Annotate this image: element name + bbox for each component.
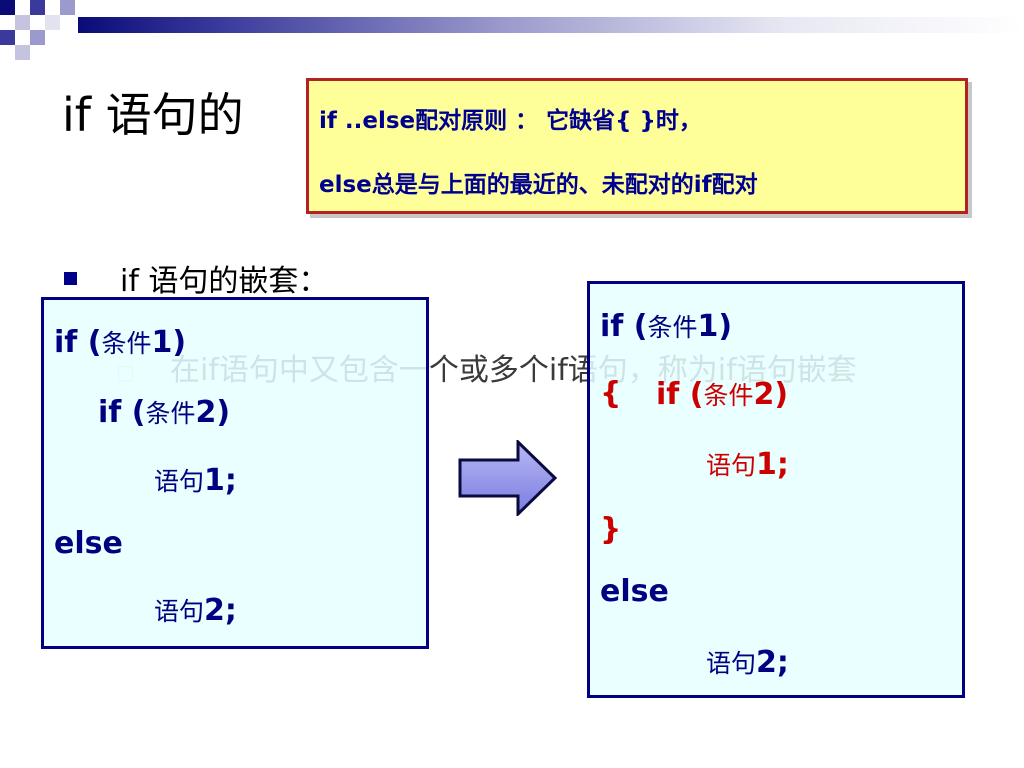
corner-decoration bbox=[0, 0, 80, 70]
bullet-text-1: if 语句的嵌套： bbox=[120, 264, 329, 299]
bullet-square-icon bbox=[64, 272, 77, 285]
slide-title: if 语句的 bbox=[62, 88, 244, 142]
code-line: 语句2; bbox=[706, 644, 789, 680]
code-keyword: else bbox=[600, 574, 669, 609]
code-number: 2) bbox=[753, 377, 789, 412]
callout-line-1: if ..else配对原则 ： 它缺省{ }时， bbox=[319, 108, 702, 134]
pairing-rule-callout: if ..else配对原则 ： 它缺省{ }时， else总是与上面的最近的、未… bbox=[306, 78, 968, 214]
corner-square bbox=[15, 45, 30, 60]
corner-square bbox=[30, 0, 45, 15]
code-line: { bbox=[600, 376, 621, 411]
code-number: 2; bbox=[756, 645, 789, 680]
code-line: if (条件2) bbox=[656, 376, 788, 412]
code-statement: 语句 bbox=[706, 649, 757, 678]
corner-square bbox=[45, 15, 60, 30]
code-statement: 语句 bbox=[154, 597, 205, 626]
code-line: 语句2; bbox=[154, 592, 237, 628]
code-brace: { bbox=[600, 376, 622, 411]
corner-square bbox=[0, 0, 15, 15]
code-number: 2) bbox=[195, 395, 231, 430]
code-condition: 条件 bbox=[647, 313, 698, 342]
corner-square bbox=[30, 30, 45, 45]
code-number: 2; bbox=[204, 593, 237, 628]
corner-square bbox=[60, 0, 75, 15]
code-keyword: if ( bbox=[656, 377, 704, 412]
code-statement: 语句 bbox=[706, 451, 757, 480]
code-keyword: if ( bbox=[54, 325, 102, 360]
top-gradient-bar bbox=[78, 17, 1024, 33]
corner-square bbox=[0, 30, 15, 45]
code-line: } bbox=[600, 512, 621, 547]
code-box-with-braces: if (条件1) { if (条件2) 语句1; } else 语句2; bbox=[587, 281, 965, 698]
code-number: 1; bbox=[204, 463, 237, 498]
code-condition: 条件 bbox=[101, 329, 152, 358]
code-statement: 语句 bbox=[154, 467, 205, 496]
code-line: if (条件1) bbox=[54, 324, 186, 360]
code-keyword: if ( bbox=[600, 309, 648, 344]
callout-line-2: else总是与上面的最近的、未配对的if配对 bbox=[319, 172, 758, 198]
right-arrow-icon bbox=[458, 440, 558, 516]
code-line: if (条件2) bbox=[98, 394, 230, 430]
code-condition: 条件 bbox=[145, 399, 196, 428]
code-number: 1) bbox=[697, 309, 733, 344]
code-line: if (条件1) bbox=[600, 308, 732, 344]
code-line: else bbox=[600, 574, 669, 609]
code-condition: 条件 bbox=[703, 381, 754, 410]
code-line: 语句1; bbox=[706, 446, 789, 482]
code-number: 1) bbox=[151, 325, 187, 360]
code-brace: } bbox=[600, 512, 622, 547]
code-line: 语句1; bbox=[154, 462, 237, 498]
code-box-without-braces: if (条件1) if (条件2) 语句1; else 语句2; bbox=[41, 297, 429, 649]
corner-square bbox=[15, 15, 30, 30]
code-line: else bbox=[54, 526, 123, 561]
code-keyword: if ( bbox=[98, 395, 146, 430]
code-keyword: else bbox=[54, 526, 123, 561]
code-number: 1; bbox=[756, 447, 789, 482]
